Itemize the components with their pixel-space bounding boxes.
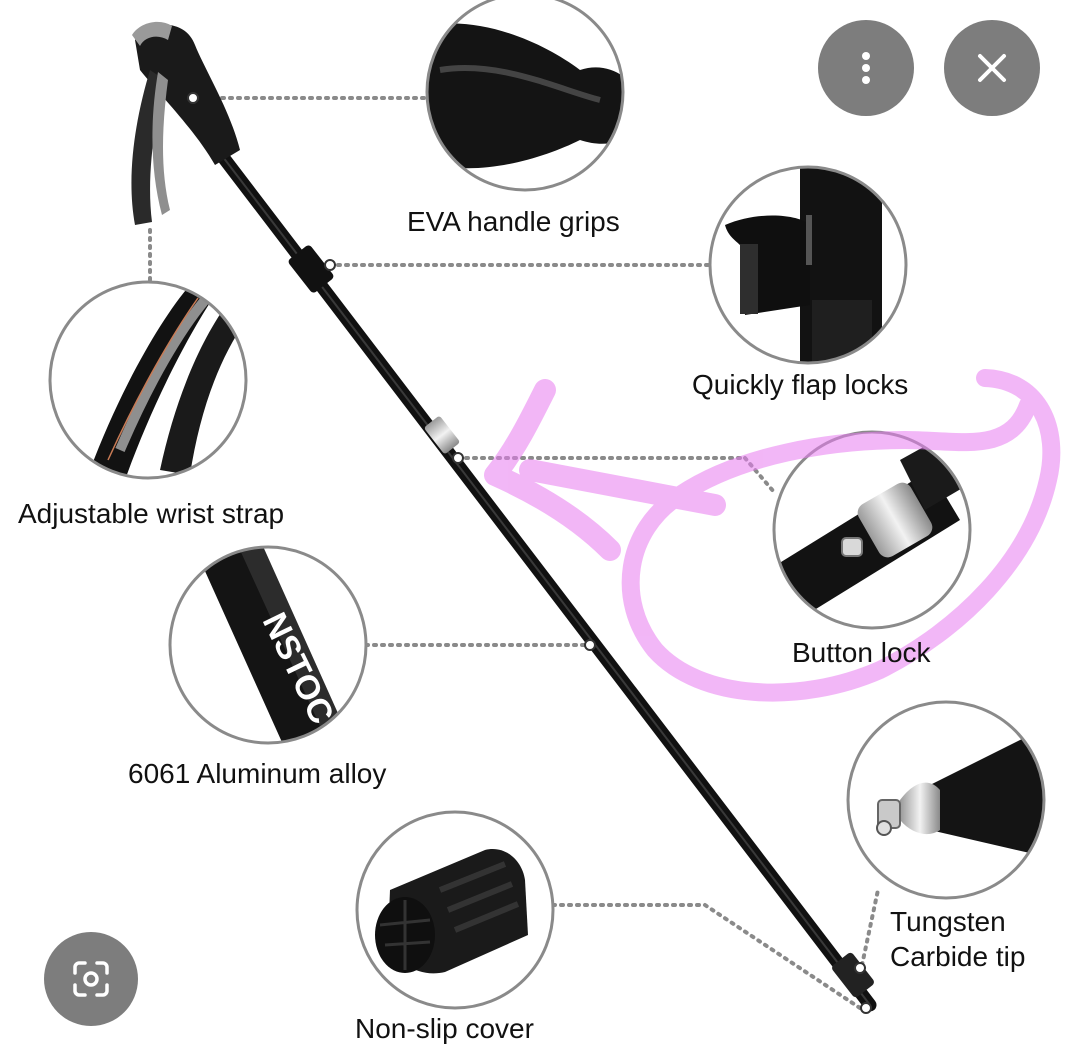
feature-label-non-slip-cover: Non-slip cover xyxy=(355,1013,534,1044)
flap-lock-detail xyxy=(708,165,908,365)
tungsten-tip-detail xyxy=(846,700,1046,900)
wrist-strap-detail xyxy=(48,280,248,480)
feature-label-wrist-strap: Adjustable wrist strap xyxy=(18,498,285,529)
feature-label-flap-locks: Quickly flap locks xyxy=(692,369,909,400)
feature-label-tungsten-line1: Tungsten xyxy=(890,906,1006,937)
lens-search-icon xyxy=(73,961,109,997)
feature-label-aluminum: 6061 Aluminum alloy xyxy=(128,758,387,789)
eva-grip-detail xyxy=(425,0,625,192)
feature-label-button-lock: Button lock xyxy=(792,637,931,668)
highlight-annotation xyxy=(484,369,1061,702)
non-slip-cover-detail xyxy=(355,810,555,1010)
trekking-pole: NSTOC xyxy=(131,21,877,1014)
more-options-button[interactable] xyxy=(818,20,914,116)
close-icon xyxy=(978,54,1006,82)
aluminum-alloy-detail: NSTOC xyxy=(168,545,368,745)
lens-search-button[interactable] xyxy=(44,932,138,1026)
feature-label-tungsten-line2: Carbide tip xyxy=(890,941,1026,972)
close-button[interactable] xyxy=(944,20,1040,116)
feature-label-eva-grips: EVA handle grips xyxy=(407,206,620,237)
more-vert-icon xyxy=(862,52,870,84)
